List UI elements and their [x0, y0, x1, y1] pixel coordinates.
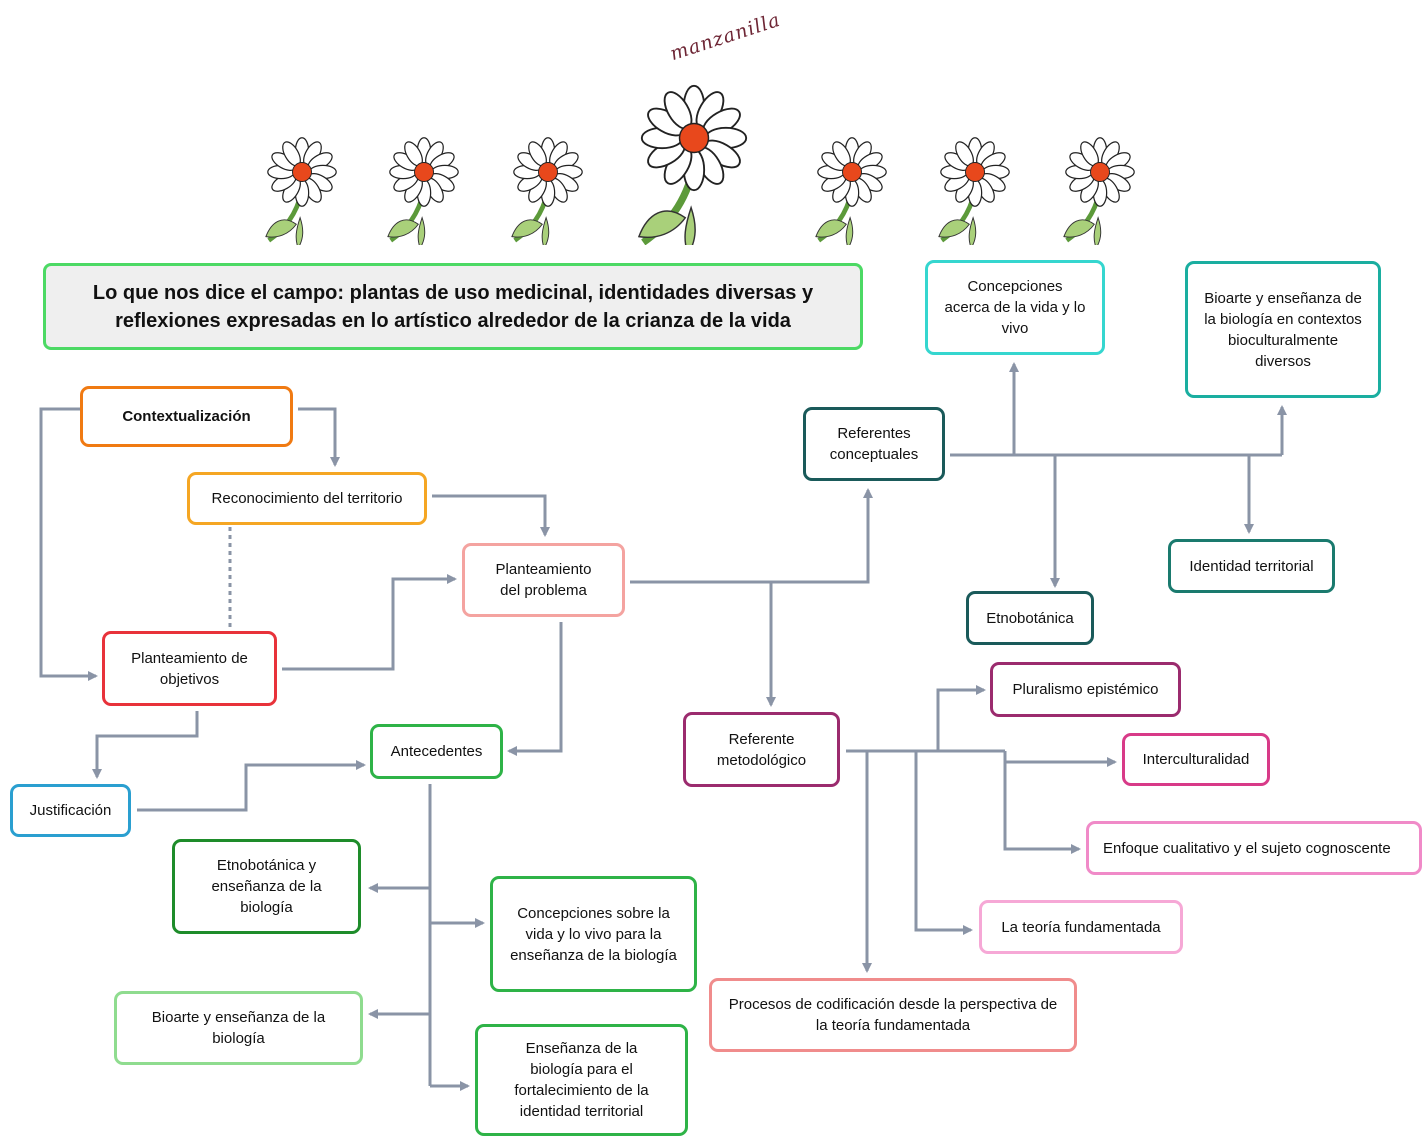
node-bioarte-contextos: Bioarte y enseñanza de la biología en co… [1185, 261, 1381, 398]
node-identidad-territorial: Identidad territorial [1168, 539, 1335, 593]
node-concepciones-acerca: Concepciones acerca de la vida y lo vivo [925, 260, 1105, 355]
node-concepciones-vida: Concepciones sobre la vida y lo vivo par… [490, 876, 697, 992]
connector [298, 407, 340, 467]
connector [936, 685, 986, 751]
connector [137, 760, 366, 812]
node-justificacion: Justificación [10, 784, 131, 837]
node-enfoque-cualitativo: Enfoque cualitativo y el sujeto cognosce… [1086, 821, 1422, 875]
node-antecedentes: Antecedentes [370, 724, 503, 779]
connector [914, 751, 973, 935]
connector [1003, 751, 1081, 854]
node-teoria-fundamentada: La teoría fundamentada [979, 900, 1183, 954]
connector [432, 494, 550, 537]
connector [39, 407, 98, 681]
node-referente-metodologico: Referente metodológico [683, 712, 840, 787]
diagram-title: Lo que nos dice el campo: plantas de uso… [43, 263, 863, 350]
connector [92, 711, 199, 779]
node-contextualizacion: Contextualización [80, 386, 293, 447]
connector [282, 574, 457, 671]
connector [630, 488, 873, 584]
connector [507, 622, 563, 756]
node-procesos-codificacion: Procesos de codificación desde la perspe… [709, 978, 1077, 1052]
node-pluralismo: Pluralismo epistémico [990, 662, 1181, 717]
node-bioarte-ensenanza: Bioarte y enseñanza de la biología [114, 991, 363, 1065]
node-ensenanza-identidad: Enseñanza de la biología para el fortale… [475, 1024, 688, 1136]
node-planteamiento-objetivos: Planteamiento de objetivos [102, 631, 277, 706]
node-reconocimiento-territorio: Reconocimiento del territorio [187, 472, 427, 525]
node-etnobotanica: Etnobotánica [966, 591, 1094, 645]
node-planteamiento-problema: Planteamiento del problema [462, 543, 625, 617]
node-referentes-conceptuales: Referentes conceptuales [803, 407, 945, 481]
node-interculturalidad: Interculturalidad [1122, 733, 1270, 786]
node-etnobotanica-ensenanza: Etnobotánica y enseñanza de la biología [172, 839, 361, 934]
